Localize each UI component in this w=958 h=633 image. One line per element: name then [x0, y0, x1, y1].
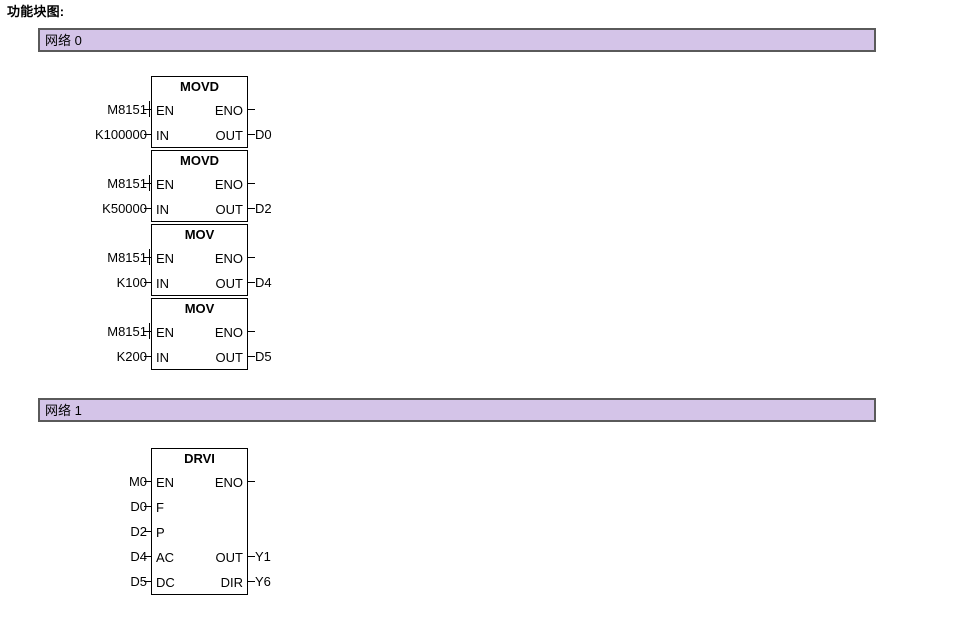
wire-out-1: [248, 208, 255, 209]
pin-label-eno: ENO: [214, 475, 243, 490]
function-block-mov-2[interactable]: MOV EN IN ENO OUT: [151, 224, 248, 296]
operand-en[interactable]: M8151: [107, 176, 147, 191]
pin-label-en: EN: [156, 103, 175, 118]
wire-eno-3: [248, 331, 255, 332]
pin-label-in: IN: [156, 350, 169, 365]
wire-out-drvi: [248, 556, 255, 557]
operand-en[interactable]: M8151: [107, 324, 147, 339]
operand-p[interactable]: D2: [130, 524, 147, 539]
wire-out-3: [248, 356, 255, 357]
network-header-0[interactable]: 网络 0: [38, 28, 876, 52]
wire-out-0: [248, 134, 255, 135]
function-block-mov-3[interactable]: MOV EN IN ENO OUT: [151, 298, 248, 370]
edge-marker-en-2: [149, 249, 150, 265]
function-block-movd-0[interactable]: MOVD EN IN ENO OUT: [151, 76, 248, 148]
wire-in-0: [144, 134, 151, 135]
edge-marker-en-1: [149, 175, 150, 191]
operand-f[interactable]: D0: [130, 499, 147, 514]
operand-out[interactable]: D5: [255, 349, 272, 364]
network-label-0: 网络 0: [45, 33, 82, 48]
wire-ac-drvi: [144, 556, 151, 557]
pin-label-eno: ENO: [214, 177, 243, 192]
wire-f-drvi: [144, 506, 151, 507]
pin-label-out: OUT: [215, 128, 243, 143]
page-title: 功能块图:: [7, 4, 65, 19]
pin-label-en: EN: [156, 475, 175, 490]
pin-label-dir: DIR: [220, 575, 243, 590]
edge-marker-en-3: [149, 323, 150, 339]
wire-out-2: [248, 282, 255, 283]
pin-label-eno: ENO: [214, 251, 243, 266]
wire-dc-drvi: [144, 581, 151, 582]
pin-label-en: EN: [156, 325, 175, 340]
pin-label-en: EN: [156, 177, 175, 192]
wire-in-3: [144, 356, 151, 357]
wire-eno-2: [248, 257, 255, 258]
block-title: DRVI: [184, 451, 215, 466]
wire-en-3: [144, 331, 151, 332]
pin-label-eno: ENO: [214, 325, 243, 340]
operand-in[interactable]: K100: [116, 275, 147, 290]
operand-in[interactable]: K200: [116, 349, 147, 364]
pin-label-eno: ENO: [214, 103, 243, 118]
pin-label-out: OUT: [215, 350, 243, 365]
operand-in[interactable]: K100000: [94, 127, 147, 142]
pin-label-ac: AC: [156, 550, 175, 565]
wire-eno-drvi: [248, 481, 255, 482]
operand-en[interactable]: M0: [128, 474, 147, 489]
operand-out[interactable]: Y1: [255, 549, 271, 564]
pin-label-out: OUT: [215, 276, 243, 291]
function-block-drvi-0[interactable]: DRVI EN F P AC DC ENO OUT DIR: [151, 448, 248, 595]
pin-label-in: IN: [156, 202, 169, 217]
block-title: MOVD: [180, 79, 219, 94]
operand-out[interactable]: D0: [255, 127, 272, 142]
network-label-1: 网络 1: [45, 403, 82, 418]
pin-label-dc: DC: [156, 575, 175, 590]
operand-en[interactable]: M8151: [107, 250, 147, 265]
block-title: MOV: [184, 227, 215, 242]
pin-label-out: OUT: [215, 550, 243, 565]
wire-en-0: [144, 109, 151, 110]
pin-label-en: EN: [156, 251, 175, 266]
operand-en[interactable]: M8151: [107, 102, 147, 117]
operand-in[interactable]: K50000: [102, 201, 147, 216]
operand-dc[interactable]: D5: [130, 574, 147, 589]
pin-label-in: IN: [156, 128, 169, 143]
pin-label-f: F: [156, 500, 164, 515]
wire-in-1: [144, 208, 151, 209]
operand-ac[interactable]: D4: [130, 549, 147, 564]
operand-dir[interactable]: Y6: [255, 574, 271, 589]
block-title: MOVD: [180, 153, 219, 168]
network-header-1[interactable]: 网络 1: [38, 398, 876, 422]
operand-out[interactable]: D2: [255, 201, 272, 216]
pin-label-p: P: [156, 525, 165, 540]
wire-en-1: [144, 183, 151, 184]
wire-en-2: [144, 257, 151, 258]
wire-in-2: [144, 282, 151, 283]
block-title: MOV: [184, 301, 215, 316]
wire-dir-drvi: [248, 581, 255, 582]
wire-eno-0: [248, 109, 255, 110]
pin-label-in: IN: [156, 276, 169, 291]
wire-eno-1: [248, 183, 255, 184]
wire-en-drvi: [144, 481, 151, 482]
wire-p-drvi: [144, 531, 151, 532]
edge-marker-en-0: [149, 101, 150, 117]
function-block-movd-1[interactable]: MOVD EN IN ENO OUT: [151, 150, 248, 222]
operand-out[interactable]: D4: [255, 275, 272, 290]
pin-label-out: OUT: [215, 202, 243, 217]
